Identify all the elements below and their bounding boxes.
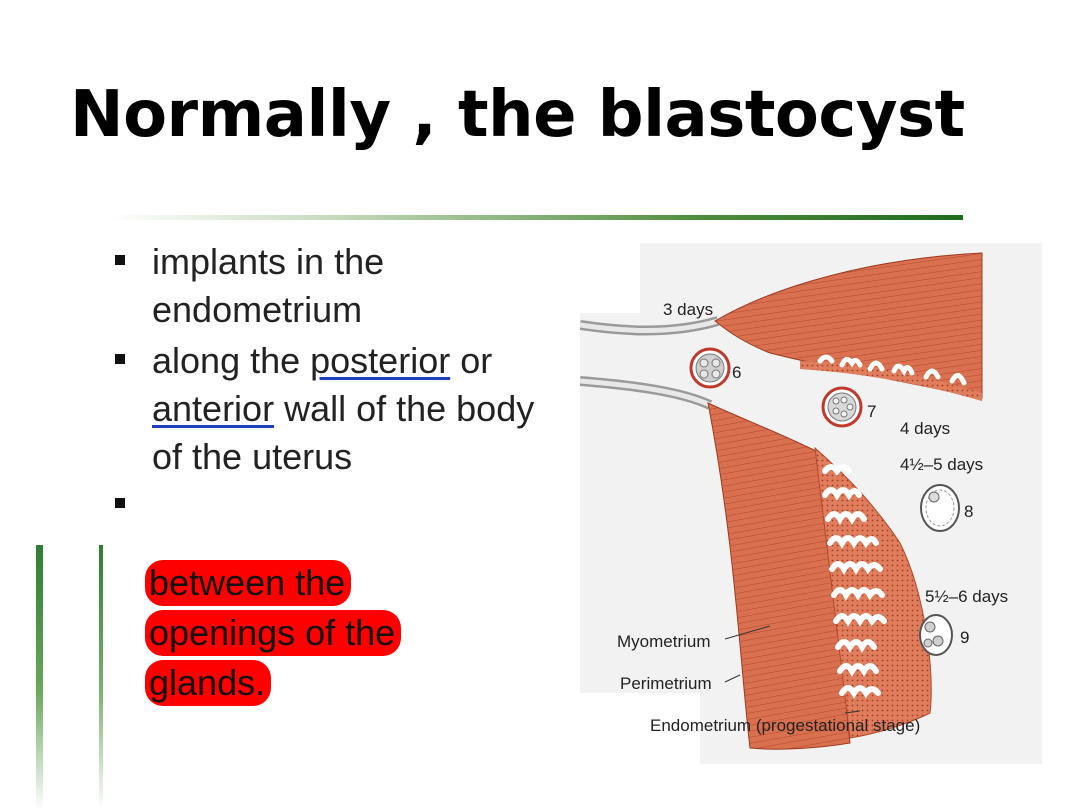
slide-title: Normally , the blastocyst bbox=[70, 78, 965, 152]
blastocyst-7 bbox=[821, 386, 863, 428]
blastocyst-9 bbox=[919, 614, 953, 656]
anterior-link[interactable]: anterior bbox=[152, 388, 275, 429]
highlighted-line: glands. bbox=[145, 660, 272, 706]
perimetrium-leader bbox=[724, 674, 741, 683]
square-bullet-icon bbox=[115, 255, 125, 265]
endometrial-glands bbox=[822, 464, 887, 699]
label-stage-7: 7 bbox=[867, 402, 876, 421]
highlighted-line: openings of the bbox=[145, 610, 402, 656]
label-4-days: 4 days bbox=[900, 419, 950, 438]
bullet-text-part: along the bbox=[152, 340, 311, 381]
label-myometrium: Myometrium bbox=[617, 632, 711, 651]
highlighted-text-block: between the openings of the glands. bbox=[145, 560, 402, 710]
diagram-svg: 3 days 6 7 4 days 4½–5 days 8 5½–6 days … bbox=[580, 243, 1042, 764]
endometrium-leader bbox=[844, 710, 861, 714]
label-stage-9: 9 bbox=[960, 628, 969, 647]
bullet-text-part: wall of the body of the uterus bbox=[152, 388, 535, 477]
label-perimetrium: Perimetrium bbox=[620, 674, 712, 693]
blastocyst-6 bbox=[689, 347, 731, 389]
square-bullet-icon bbox=[115, 498, 125, 508]
myometrium-wall bbox=[707, 402, 851, 750]
label-5-6-days: 5½–6 days bbox=[925, 587, 1008, 606]
upper-endometrium bbox=[800, 361, 982, 401]
bullet-item: implants in the endometrium bbox=[115, 238, 565, 334]
bullet-item bbox=[115, 481, 565, 521]
posterior-link[interactable]: posterior bbox=[310, 340, 451, 381]
bullet-item: along the posterior or anterior wall of … bbox=[115, 337, 565, 481]
uterus-implantation-diagram: 3 days 6 7 4 days 4½–5 days 8 5½–6 days … bbox=[580, 243, 1042, 764]
label-endometrium: Endometrium (progestational stage) bbox=[650, 716, 920, 735]
upper-glands bbox=[817, 354, 967, 386]
highlighted-line: between the bbox=[145, 560, 352, 606]
blastocyst-8 bbox=[920, 484, 960, 532]
myometrium-leader bbox=[724, 625, 771, 640]
bullet-text-part: or bbox=[450, 340, 493, 381]
label-stage-8: 8 bbox=[964, 502, 973, 521]
label-4-5-days: 4½–5 days bbox=[900, 455, 983, 474]
bullet-text: implants in the endometrium bbox=[152, 241, 385, 330]
decorative-side-bar bbox=[36, 545, 43, 810]
decorative-side-bar bbox=[99, 545, 103, 810]
square-bullet-icon bbox=[115, 354, 125, 364]
title-divider bbox=[110, 215, 963, 220]
label-3-days: 3 days bbox=[663, 300, 713, 319]
bullet-list: implants in the endometrium along the po… bbox=[115, 238, 565, 521]
label-stage-6: 6 bbox=[732, 363, 741, 382]
